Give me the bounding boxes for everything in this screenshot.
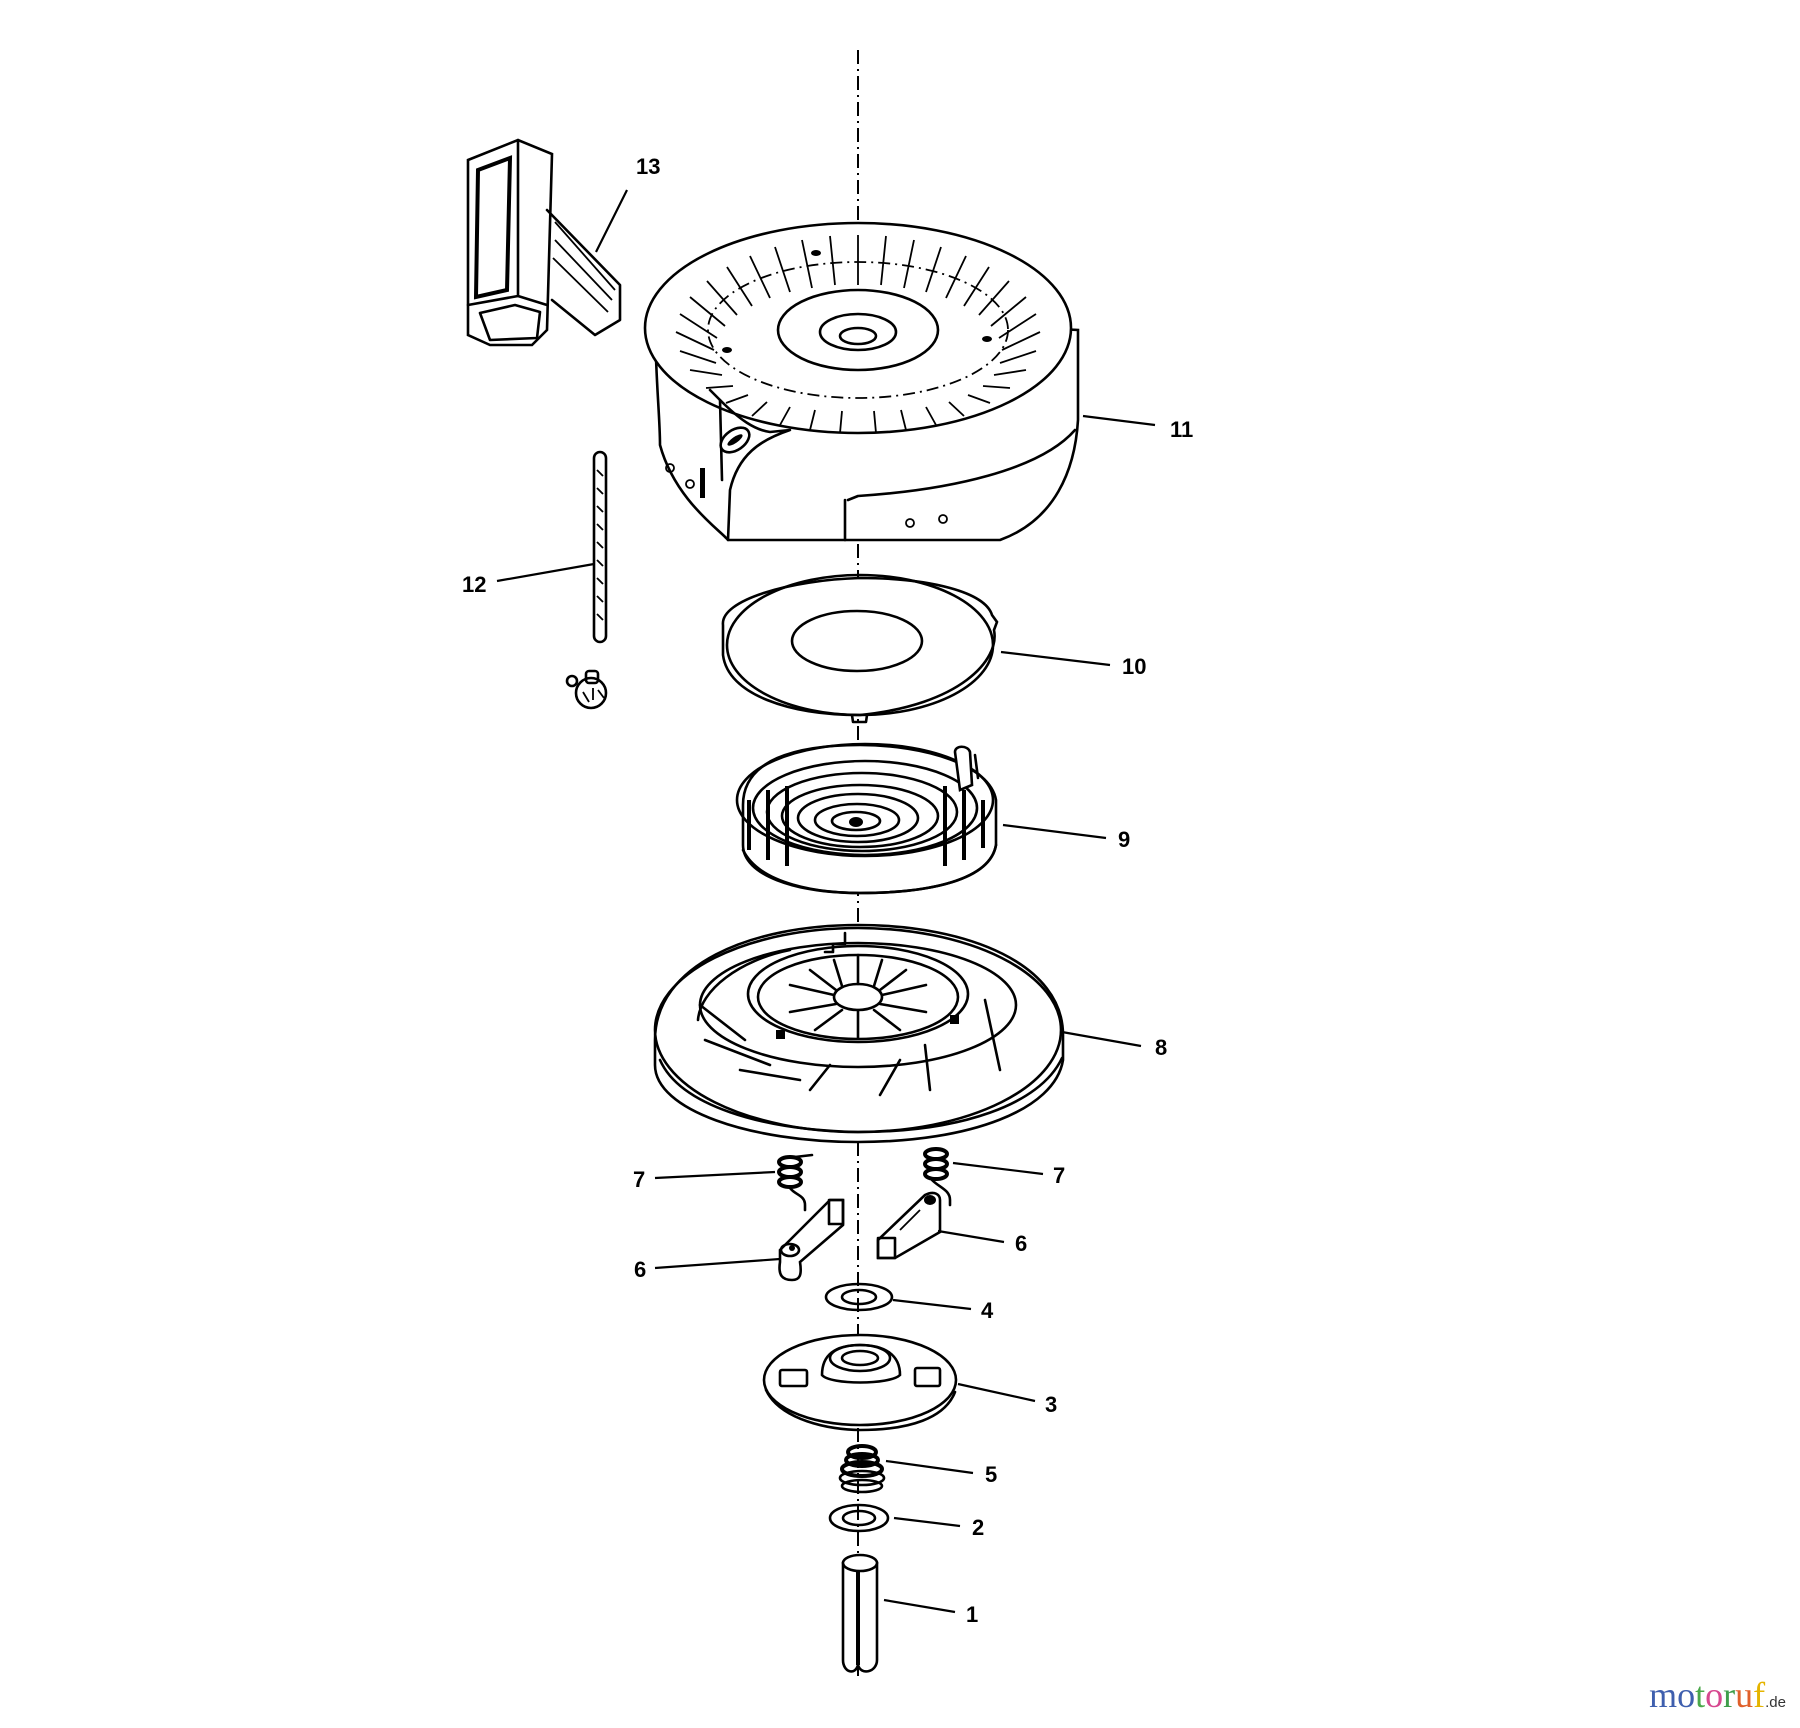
leader-line <box>595 189 628 253</box>
callout-1: 1 <box>883 1598 978 1627</box>
watermark-text: motoruf <box>1649 1675 1765 1715</box>
watermark-logo: motoruf.de <box>1649 1674 1786 1716</box>
part-6-pawl-left <box>778 1198 845 1282</box>
part-9-recoil-spring <box>735 742 998 895</box>
callout-label: 4 <box>981 1298 994 1323</box>
part-13-starter-handle <box>466 138 622 347</box>
callout-13: 13 <box>595 154 660 253</box>
callout-label: 5 <box>985 1462 997 1487</box>
watermark-letter: m <box>1649 1675 1678 1715</box>
callout-8: 8 <box>1061 1030 1167 1060</box>
part-2-washer <box>828 1503 890 1533</box>
callout-2: 2 <box>893 1515 984 1540</box>
callout-3: 3 <box>957 1382 1057 1417</box>
callout-label: 6 <box>634 1257 646 1282</box>
part-8-pulley <box>653 923 1065 1144</box>
watermark-letter: o <box>1677 1675 1696 1715</box>
callout-label: 3 <box>1045 1392 1057 1417</box>
callout-7L: 7 <box>633 1167 776 1192</box>
watermark-letter: r <box>1723 1675 1736 1715</box>
leader-line <box>957 1382 1036 1403</box>
leader-line <box>654 1257 781 1270</box>
watermark-letter: f <box>1753 1675 1766 1715</box>
callout-label: 7 <box>633 1167 645 1192</box>
callout-6L: 6 <box>634 1257 781 1282</box>
leader-line <box>654 1170 776 1180</box>
callout-label: 8 <box>1155 1035 1167 1060</box>
leader-line <box>937 1229 1005 1244</box>
leader-line <box>1002 823 1107 840</box>
callout-10: 10 <box>1000 650 1146 679</box>
callout-5: 5 <box>885 1459 997 1487</box>
leader-line <box>1061 1030 1142 1048</box>
part-3-pawl-retainer <box>762 1333 958 1432</box>
part-4-washer <box>824 1282 894 1312</box>
part-12-rope <box>565 450 608 710</box>
callout-label: 1 <box>966 1602 978 1627</box>
callout-label: 12 <box>462 572 486 597</box>
watermark-tld: .de <box>1765 1694 1786 1711</box>
callout-label: 6 <box>1015 1231 1027 1256</box>
part-11-starter-housing <box>643 221 1080 542</box>
callout-label: 9 <box>1118 827 1130 852</box>
leader-line <box>883 1598 956 1614</box>
callout-label: 13 <box>636 154 660 179</box>
watermark-letter: o <box>1705 1675 1724 1715</box>
callout-7R: 7 <box>952 1161 1065 1188</box>
callout-label: 2 <box>972 1515 984 1540</box>
leader-line <box>892 1298 972 1311</box>
callout-11: 11 <box>1082 414 1193 442</box>
part-7-pawl-spring-left <box>777 1153 814 1212</box>
callout-layer: 13 11 12 10 9 8 7 7 6 6 4 3 5 2 1 <box>462 154 1193 1627</box>
watermark-letter: u <box>1735 1675 1754 1715</box>
leader-line <box>496 562 595 583</box>
leader-line <box>1000 650 1111 667</box>
leader-line <box>893 1516 961 1528</box>
part-1-pin <box>841 1553 879 1673</box>
part-10-cover-plate <box>721 573 999 724</box>
callout-12: 12 <box>462 562 595 597</box>
leader-line <box>952 1161 1044 1176</box>
callout-label: 10 <box>1122 654 1146 679</box>
callout-label: 11 <box>1170 417 1193 442</box>
leader-line <box>1082 414 1156 427</box>
part-5-brake-spring <box>838 1444 886 1494</box>
callout-label: 7 <box>1053 1163 1065 1188</box>
part-6-pawl-right <box>876 1191 942 1260</box>
callout-6R: 6 <box>937 1229 1027 1256</box>
leader-line <box>885 1459 974 1475</box>
watermark-letter: t <box>1695 1675 1706 1715</box>
part-7-pawl-spring-right <box>923 1147 952 1207</box>
callout-4: 4 <box>892 1298 994 1323</box>
callout-9: 9 <box>1002 823 1130 852</box>
